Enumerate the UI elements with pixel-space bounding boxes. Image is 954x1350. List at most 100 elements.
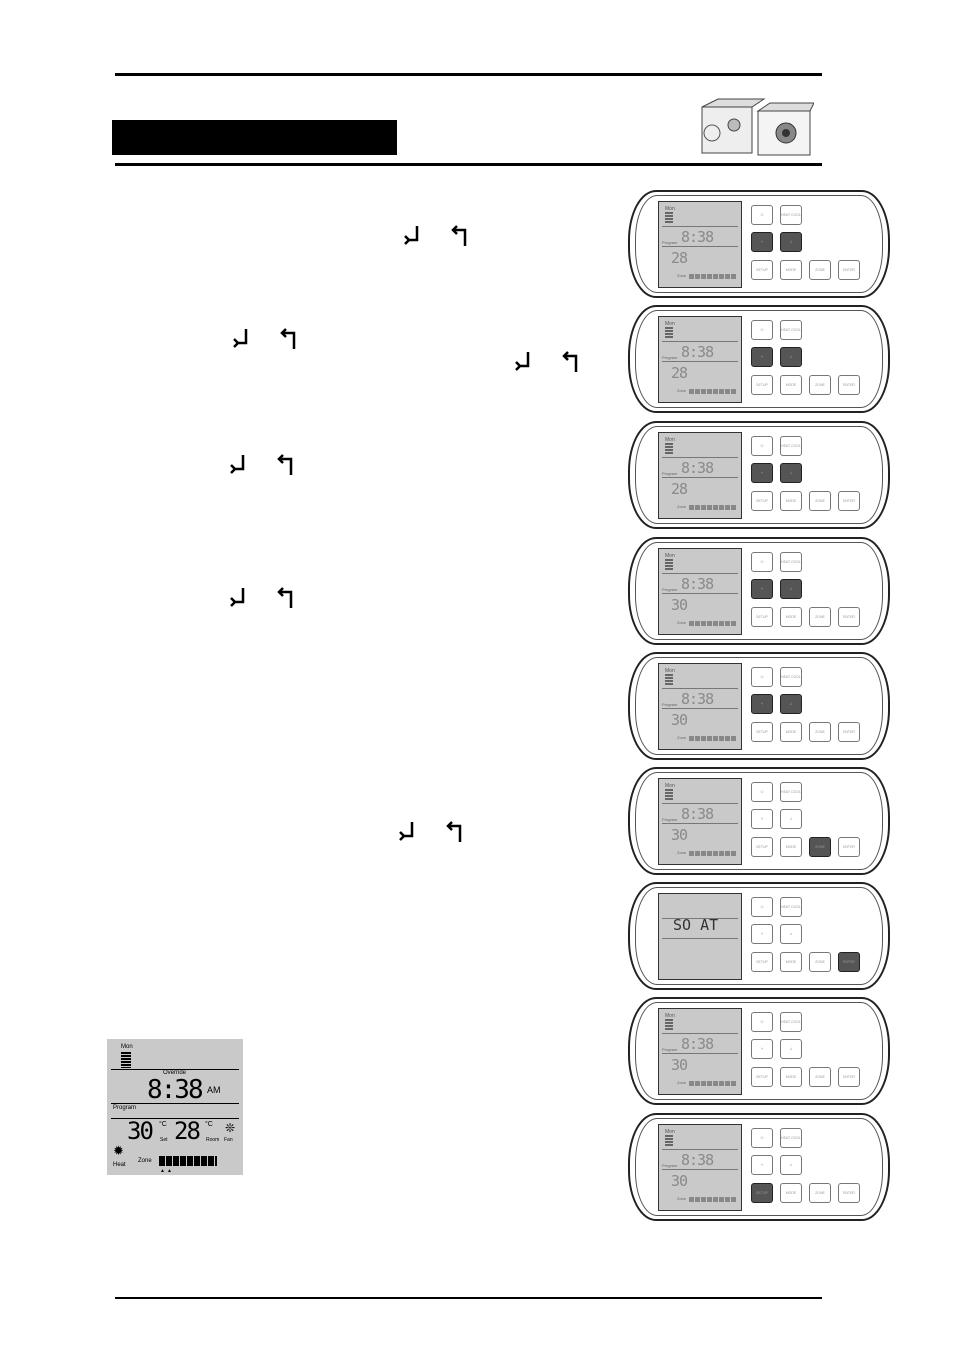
zone-button[interactable]: ZONE (809, 1067, 831, 1087)
mode-button[interactable]: MODE (780, 260, 802, 280)
enter-button[interactable]: ENTER (838, 1183, 860, 1203)
down-button[interactable]: ↲ (780, 1039, 802, 1059)
power-button[interactable]: ⏻ (751, 897, 773, 917)
heat-cool-button[interactable]: HEAT COOL (780, 1012, 802, 1032)
enter-button[interactable]: ENTER (838, 260, 860, 280)
down-arrow-icon (230, 455, 245, 474)
mode-button[interactable]: MODE (780, 1183, 802, 1203)
setup-button[interactable]: SETUP (751, 837, 773, 857)
setup-button[interactable]: SETUP (751, 260, 773, 280)
heat-cool-button[interactable]: HEAT COOL (780, 436, 802, 456)
setup-button[interactable]: SETUP (751, 1183, 773, 1203)
down-arrow-icon (233, 329, 248, 348)
setup-button[interactable]: SETUP (751, 491, 773, 511)
heat-cool-button[interactable]: HEAT COOL (780, 897, 802, 917)
zone-button[interactable]: ZONE (809, 952, 831, 972)
up-button[interactable]: ↰ (751, 694, 773, 714)
large-lcd-display: Mon Override 8:38 AM Program 30 °C Set 2… (107, 1039, 243, 1175)
up-button[interactable]: ↰ (751, 232, 773, 252)
up-arrow-icon (446, 821, 462, 842)
mode-button[interactable]: MODE (780, 952, 802, 972)
up-button[interactable]: ↰ (751, 347, 773, 367)
power-button[interactable]: ⏻ (751, 320, 773, 340)
down-arrow-icon (399, 822, 414, 841)
thermostat-panel-2: Mon 8:38 Program 28 Zone ⏻ HEAT COOL ↰ ↲… (628, 305, 890, 413)
up-button[interactable]: ↰ (751, 579, 773, 599)
mode-button[interactable]: MODE (780, 375, 802, 395)
power-button[interactable]: ⏻ (751, 552, 773, 572)
thermostat-panel-4: Mon 8:38 Program 30 Zone ⏻ HEAT COOL ↰ ↲… (628, 537, 890, 645)
zone-button[interactable]: ZONE (809, 491, 831, 511)
room-label: Room (206, 1137, 220, 1143)
lcd-time: 8:38 (681, 343, 714, 361)
enter-button[interactable]: ENTER (838, 375, 860, 395)
lcd-time: 8:38 (681, 228, 714, 246)
setup-button[interactable]: SETUP (751, 375, 773, 395)
power-button[interactable]: ⏻ (751, 1128, 773, 1148)
setup-button[interactable]: SETUP (751, 722, 773, 742)
heat-cool-button[interactable]: HEAT COOL (780, 667, 802, 687)
down-arrow-icon (230, 588, 245, 607)
panel-lcd: Mon 8:38 Program 30 Zone (658, 778, 742, 865)
power-button[interactable]: ⏻ (751, 436, 773, 456)
panel-lcd: Mon 8:38 Program 28 Zone (658, 316, 742, 403)
power-button[interactable]: ⏻ (751, 782, 773, 802)
enter-button[interactable]: ENTER (838, 952, 860, 972)
product-logo-icon (701, 98, 814, 156)
heat-cool-button[interactable]: HEAT COOL (780, 320, 802, 340)
setup-button[interactable]: SETUP (751, 1067, 773, 1087)
zone-button[interactable]: ZONE (809, 260, 831, 280)
enter-button[interactable]: ENTER (838, 607, 860, 627)
enter-button[interactable]: ENTER (838, 1067, 860, 1087)
zone-button[interactable]: ZONE (809, 1183, 831, 1203)
lcd-time: 8:38 (681, 575, 714, 593)
down-button[interactable]: ↲ (780, 579, 802, 599)
panel-lcd: Mon 8:38 Program 30 Zone (658, 663, 742, 750)
heat-cool-button[interactable]: HEAT COOL (780, 205, 802, 225)
zone-button[interactable]: ZONE (809, 722, 831, 742)
mode-button[interactable]: MODE (780, 607, 802, 627)
mode-button[interactable]: MODE (780, 1067, 802, 1087)
room-temperature: 28 (174, 1117, 201, 1145)
up-button[interactable]: ↰ (751, 809, 773, 829)
mode-button[interactable]: MODE (780, 491, 802, 511)
enter-button[interactable]: ENTER (838, 491, 860, 511)
power-button[interactable]: ⏻ (751, 1012, 773, 1032)
down-button[interactable]: ↲ (780, 1155, 802, 1175)
thermostat-panel-1: Mon 8:38 Program 28 Zone ⏻ HEAT COOL ↰ ↲… (628, 190, 890, 298)
up-button[interactable]: ↰ (751, 1039, 773, 1059)
down-button[interactable]: ↲ (780, 463, 802, 483)
heat-cool-button[interactable]: HEAT COOL (780, 552, 802, 572)
zone-button[interactable]: ZONE (809, 607, 831, 627)
power-button[interactable]: ⏻ (751, 205, 773, 225)
bottom-rule (115, 1297, 822, 1299)
up-button[interactable]: ↰ (751, 463, 773, 483)
down-button[interactable]: ↲ (780, 694, 802, 714)
setup-button[interactable]: SETUP (751, 607, 773, 627)
thermostat-panel-8: Mon 8:38 Program 30 Zone ⏻ HEAT COOL ↰ ↲… (628, 997, 890, 1105)
thermostat-panel-6: Mon 8:38 Program 30 Zone ⏻ HEAT COOL ↰ ↲… (628, 767, 890, 875)
down-button[interactable]: ↲ (780, 347, 802, 367)
lcd-time: 8:38 (681, 459, 714, 477)
zone-button[interactable]: ZONE (809, 837, 831, 857)
lcd-temp: 30 (671, 826, 688, 844)
panel-lcd: Mon 8:38 Program 30 Zone (658, 1124, 742, 1211)
enter-button[interactable]: ENTER (838, 722, 860, 742)
lcd-temp: 30 (671, 1056, 688, 1074)
up-button[interactable]: ↰ (751, 1155, 773, 1175)
enter-button[interactable]: ENTER (838, 837, 860, 857)
mode-button[interactable]: MODE (780, 837, 802, 857)
thermostat-panel-9: Mon 8:38 Program 30 Zone ⏻ HEAT COOL ↰ ↲… (628, 1113, 890, 1221)
heat-cool-button[interactable]: HEAT COOL (780, 1128, 802, 1148)
down-button[interactable]: ↲ (780, 924, 802, 944)
down-button[interactable]: ↲ (780, 809, 802, 829)
heat-cool-button[interactable]: HEAT COOL (780, 782, 802, 802)
power-button[interactable]: ⏻ (751, 667, 773, 687)
mode-button[interactable]: MODE (780, 722, 802, 742)
up-button[interactable]: ↰ (751, 924, 773, 944)
down-button[interactable]: ↲ (780, 232, 802, 252)
zone-button[interactable]: ZONE (809, 375, 831, 395)
arrow-pair-3 (514, 348, 594, 376)
setup-button[interactable]: SETUP (751, 952, 773, 972)
zone-label: Zone (138, 1158, 152, 1164)
